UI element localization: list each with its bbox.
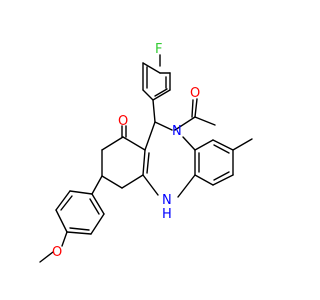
methoxy-oxygen-label: O	[52, 245, 62, 260]
molecule-drawing: F O N O N H O	[39, 42, 253, 263]
ketone-oxygen-label: O	[118, 114, 128, 129]
methoxy-ch3-bond	[39, 251, 54, 263]
amide-nitrogen-label: N	[172, 124, 182, 139]
amine-hydrogen-label: H	[162, 207, 172, 222]
methoxyphenyl-ring	[55, 190, 105, 235]
amine-nitrogen-label: N	[162, 193, 172, 208]
cyclohexenone-ring	[101, 136, 146, 189]
fluorine-label: F	[155, 42, 162, 57]
methoxy-o-bond	[61, 231, 68, 247]
ring-to-ch-bond	[152, 99, 156, 123]
fluorophenyl-ring	[142, 62, 171, 101]
diazepine-ring	[142, 121, 196, 198]
methylbenzo-ring	[194, 139, 234, 186]
acetyl-group	[174, 98, 216, 131]
methyl-bond	[232, 138, 253, 151]
ring-link-bond	[91, 175, 103, 195]
acetyl-oxygen-label: O	[190, 86, 200, 101]
molecule-canvas: F O N O N H O	[39, 42, 253, 263]
